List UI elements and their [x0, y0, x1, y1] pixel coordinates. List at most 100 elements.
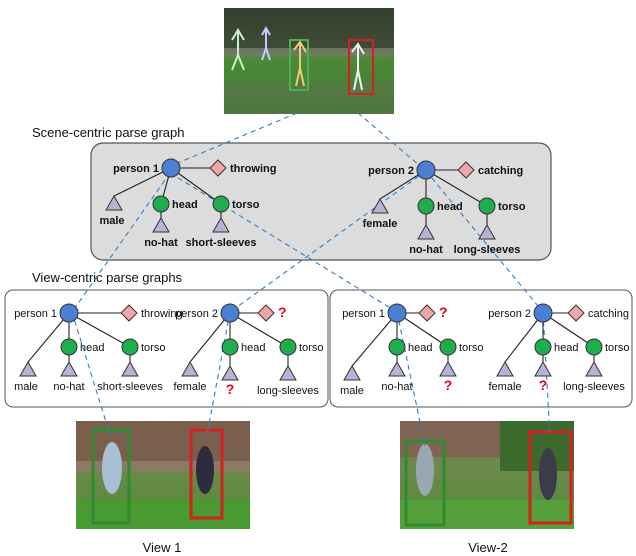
scene-person1-action-node [209, 159, 227, 177]
view1-person1-action-label: throwing [141, 308, 183, 320]
scene-person1-sleeves-label: short-sleeves [186, 237, 257, 249]
view2-person2-torso-node [585, 338, 603, 356]
view1-person2-head-node [221, 338, 239, 356]
view1-person2-torso-label: torso [299, 342, 323, 354]
scene-panel [90, 142, 552, 261]
view1-box-person2 [189, 428, 224, 520]
scene-person2-person-label: person 2 [368, 165, 414, 177]
view2-person2-hat-label: ? [539, 377, 548, 393]
view2-person1-person-label: person 1 [342, 308, 385, 320]
view2-person1-person-node [387, 303, 407, 323]
view1-person2-sleeves-label: long-sleeves [257, 385, 319, 397]
view2-person2-hat-node [534, 360, 552, 377]
view2-person1-torso-label: torso [459, 342, 483, 354]
view2-person1-action-node [418, 304, 436, 322]
graph-edge [27, 312, 70, 363]
scene-person2-person-node [416, 160, 436, 180]
scene-person2-graph: person 2 catching head torso female no-hat lon… [363, 160, 526, 256]
view2-person1-torso-node [439, 338, 457, 356]
scene-person1-head-node [152, 195, 170, 213]
view1-person1-torso-node [121, 338, 139, 356]
view2-panel [329, 289, 633, 408]
view2-person2-person-label: person 2 [488, 308, 531, 320]
view1-person2-gender-node [181, 360, 199, 377]
view2-person2-head-label: head [554, 342, 578, 354]
view-title: View-centric parse graphs [32, 270, 183, 285]
view1-panel [4, 289, 329, 408]
view2-person1-gender-node [343, 364, 361, 381]
view2-person1-head-node [388, 338, 406, 356]
scene-person1-person-node [161, 158, 181, 178]
view1-person2-action-node [257, 304, 275, 322]
view1-person1-hat-label: no-hat [53, 381, 84, 393]
scene-person1-action-label: throwing [230, 163, 276, 175]
graph-edge [229, 312, 289, 348]
view1-person2-person-node [220, 303, 240, 323]
scene-title: Scene-centric parse graph [32, 125, 184, 140]
view1-person2-action-label: ? [278, 304, 287, 320]
scene-person1-hat-node [152, 216, 170, 233]
correspondence-links [71, 112, 551, 447]
view1-person1-head-node [60, 338, 78, 356]
view1-box-person1 [91, 428, 131, 525]
view1-person2-hat-node [221, 364, 239, 381]
scene-person2-torso-label: torso [498, 201, 526, 213]
view2-person2-head-node [534, 338, 552, 356]
scene-person1-torso-node [212, 195, 230, 213]
scene-person2-hat-label: no-hat [409, 244, 443, 256]
view2-person2-gender-label: female [488, 381, 521, 393]
view1-caption: View 1 [143, 540, 182, 555]
view2-box-person2 [528, 430, 573, 525]
view2-person1-hat-label: no-hat [381, 381, 412, 393]
scene-person2-sleeves-node [478, 223, 496, 240]
scene-person2-action-node [457, 161, 475, 179]
view2-person1-action-label: ? [439, 304, 448, 320]
scene-person2-sleeves-label: long-sleeves [454, 244, 521, 256]
graph-edge [504, 312, 544, 363]
scene-person2-action-label: catching [478, 165, 523, 177]
graph-edge [170, 167, 222, 205]
view2-person2-torso-label: torso [605, 342, 629, 354]
graph-edge [396, 312, 449, 348]
view1-person2-hat-label: ? [226, 381, 235, 397]
view1-person1-sleeves-label: short-sleeves [97, 381, 163, 393]
scene-person2-head-label: head [437, 201, 463, 213]
view1-person1-action-node [120, 304, 138, 322]
view2-person2-action-node [567, 304, 585, 322]
view2-person1-sleeves-label: ? [444, 377, 453, 393]
graph-edge [542, 312, 595, 348]
view2-box-person1 [404, 439, 446, 527]
scene-person2-gender-label: female [363, 218, 398, 230]
view1-person2-head-label: head [241, 342, 265, 354]
scene-person1-gender-label: male [99, 215, 124, 227]
scene-person2-gender-node [371, 197, 389, 214]
view2-person1-sleeves-node [439, 360, 457, 377]
view2-person2-gender-node [496, 360, 514, 377]
scene-person1-hat-label: no-hat [144, 237, 178, 249]
scene-person2-hat-node [417, 223, 435, 240]
graph-edge [68, 312, 131, 348]
scene-image [224, 8, 394, 114]
view1-person1-gender-label: male [14, 381, 38, 393]
scene-person1-person-label: person 1 [113, 163, 159, 175]
scene-box-person2 [348, 39, 374, 95]
graph-edge [425, 169, 488, 207]
view2-person2-person-node [533, 303, 553, 323]
view2-person1-gender-label: male [340, 385, 364, 397]
view2-person2-action-label: catching [588, 308, 629, 320]
scene-person1-torso-label: torso [232, 199, 260, 211]
graph-edge [113, 167, 172, 197]
view1-person1-head-label: head [80, 342, 104, 354]
scene-person1-gender-node [105, 194, 123, 211]
view2-person2-sleeves-node [585, 360, 603, 377]
view1-person1-person-node [59, 303, 79, 323]
view1-person1-gender-node [19, 360, 37, 377]
view2-person1-hat-node [388, 360, 406, 377]
